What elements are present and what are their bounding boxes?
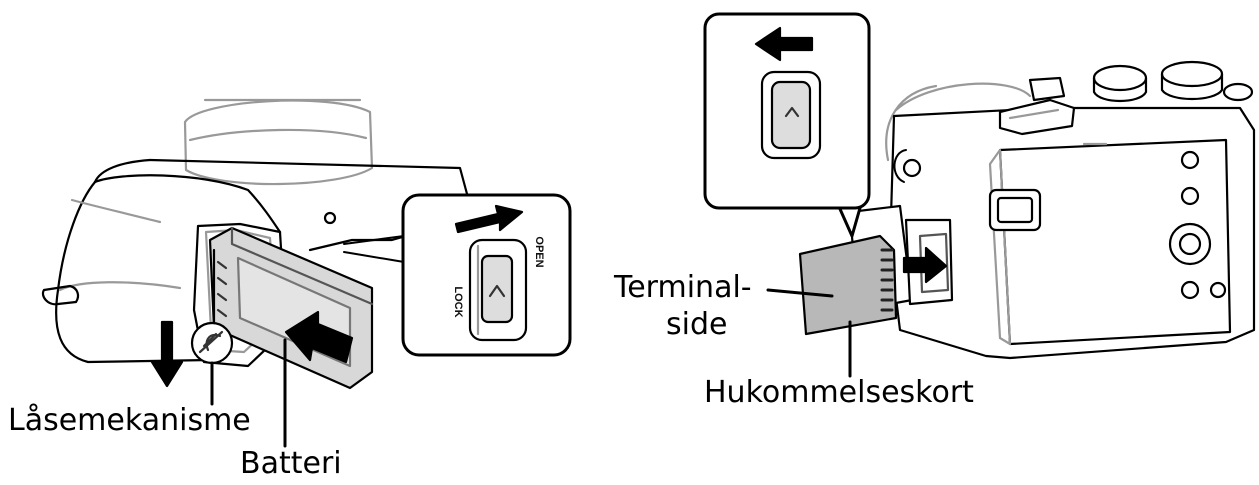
left-camera-illustration: LOCK OPEN <box>41 98 572 448</box>
lock-lever-label: Låsemekanisme <box>8 403 251 438</box>
memory-card <box>798 234 898 336</box>
card-insert-arrow-icon <box>902 246 948 284</box>
terminal-side-label-line2: side <box>666 307 728 342</box>
arrow-right-icon <box>454 204 524 234</box>
terminal-side-label-line1: Terminal- <box>614 270 752 305</box>
right-camera-illustration <box>703 12 1256 378</box>
left-callout-box <box>401 193 572 357</box>
left-callout-pointer <box>343 235 405 263</box>
rear-lens <box>885 82 1032 162</box>
arrow-left-icon <box>754 26 814 62</box>
arrow-down-icon <box>150 320 184 388</box>
right-callout-box <box>703 12 871 210</box>
memory-card-label: Hukommelseskort <box>704 375 974 410</box>
lock-lever <box>190 321 234 365</box>
battery-label: Batteri <box>240 446 342 481</box>
camera-back-body <box>848 98 1256 360</box>
lens-barrel <box>183 98 374 186</box>
switch-open-text: OPEN <box>533 236 545 267</box>
top-dials <box>1028 60 1254 102</box>
insert-arrow-icon <box>284 310 354 364</box>
switch-lock-text: LOCK <box>452 286 464 317</box>
terminal-side-leader <box>766 288 834 298</box>
